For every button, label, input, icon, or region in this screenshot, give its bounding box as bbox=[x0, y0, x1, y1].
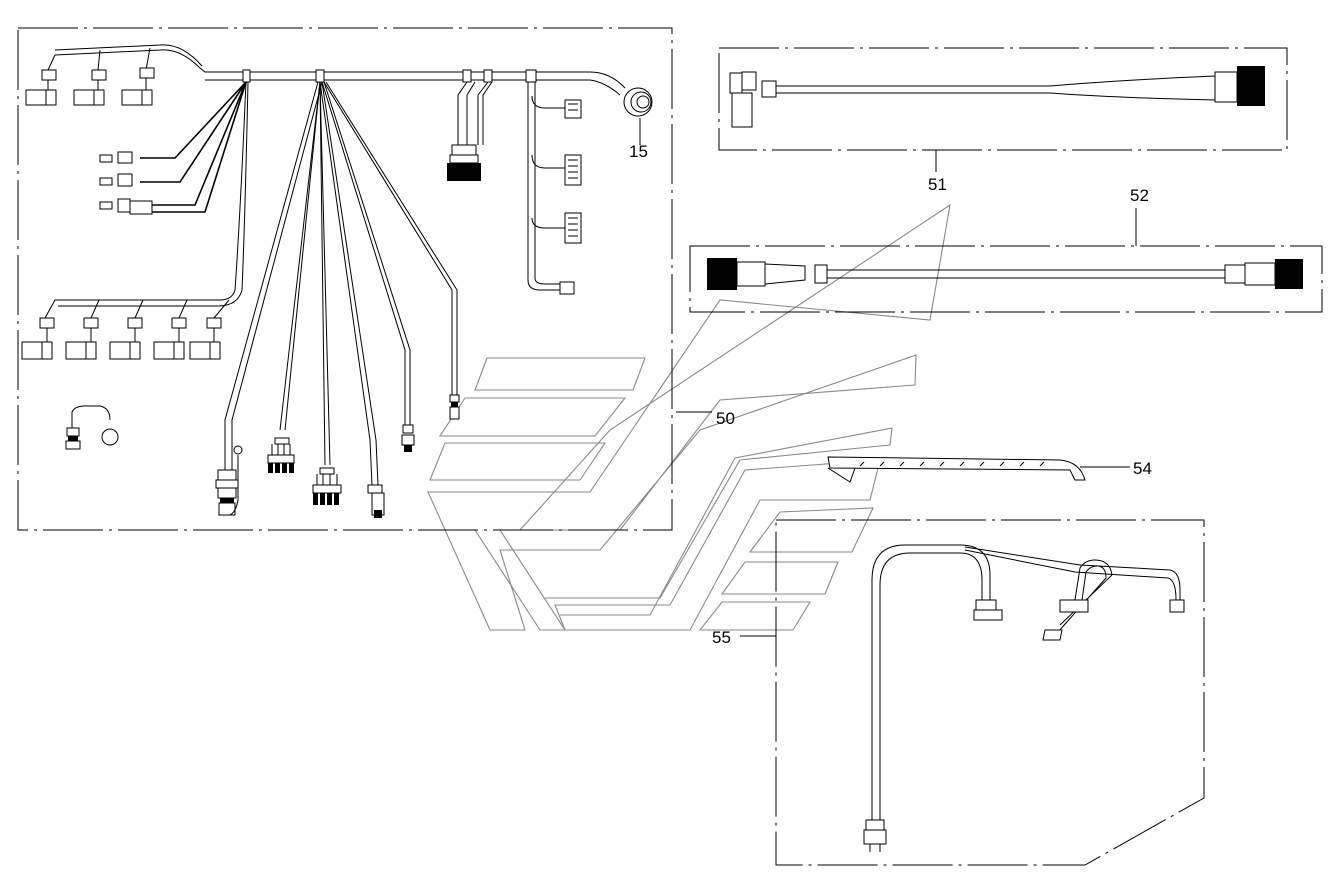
main-harness-group bbox=[17, 27, 673, 531]
harness-pockets bbox=[427, 203, 951, 631]
callout-leaders bbox=[639, 140, 1137, 637]
strap-54 bbox=[827, 456, 1086, 483]
callout-51: 51 bbox=[928, 175, 947, 194]
cable-assembly-51 bbox=[718, 47, 1288, 151]
callout-50: 50 bbox=[716, 409, 735, 428]
callout-52: 52 bbox=[1130, 186, 1149, 205]
cable-assembly-52 bbox=[689, 245, 1323, 313]
callout-55: 55 bbox=[712, 628, 731, 647]
callout-15: 15 bbox=[629, 142, 648, 161]
harness-55 bbox=[775, 519, 1205, 866]
callout-54: 54 bbox=[1133, 459, 1152, 478]
